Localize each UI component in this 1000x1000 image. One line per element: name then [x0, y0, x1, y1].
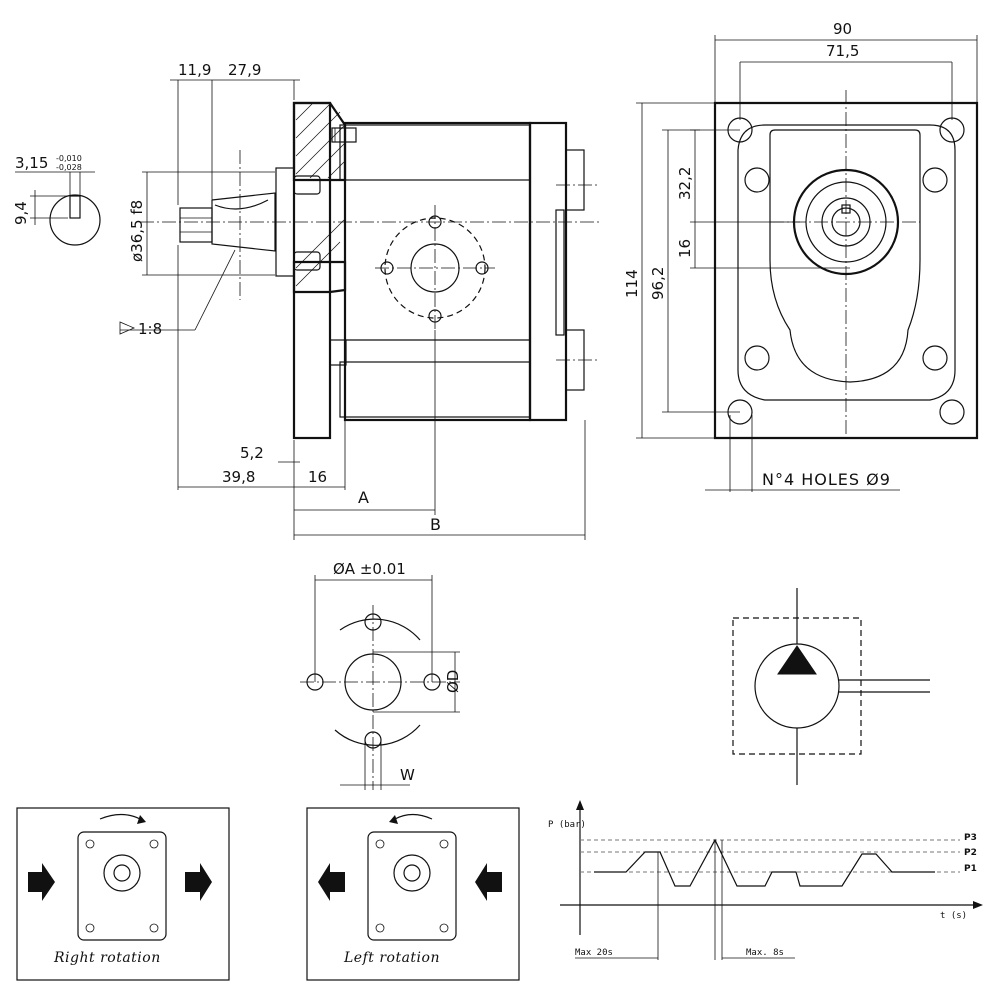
dim-label-a: A: [358, 488, 370, 507]
arrow-left-icon: [318, 863, 345, 901]
left-rotation-caption: Left rotation: [343, 950, 440, 966]
dim-9-4: 9,4: [12, 201, 30, 225]
dim-height-16: 16: [676, 239, 694, 258]
pressure-chart: P (bar) t (s) P3 P2 P1 Max 20s Max. 8s: [548, 800, 983, 960]
dim-height-96-2: 96,2: [649, 267, 667, 300]
flow-arrow-icon: [777, 645, 817, 675]
dim-height-114: 114: [623, 269, 641, 298]
tol-lower: -0,028: [56, 163, 82, 172]
dim-width-71-5: 71,5: [826, 42, 859, 60]
dim-shaft-diameter: ø36,5 f8: [128, 200, 146, 262]
chart-xlabel: t (s): [940, 911, 967, 921]
level-p2: P2: [964, 848, 977, 858]
dim-5-2: 5,2: [240, 444, 264, 462]
section-hatching: [295, 103, 345, 287]
label-max-8s: Max. 8s: [746, 948, 784, 958]
dim-height-32-2: 32,2: [676, 167, 694, 200]
side-view: 11,9 27,9 3,15 -0,010 -0,028 9,4 ø36,5 f…: [12, 61, 600, 540]
tol-upper: -0,010: [56, 154, 82, 163]
level-p3: P3: [964, 833, 977, 843]
port-detail: ØA ±0.01 ØD W: [300, 560, 462, 790]
port-dim-a: ØA ±0.01: [333, 560, 406, 578]
port-dim-w: W: [400, 766, 415, 784]
arrow-left-icon: [475, 863, 502, 901]
dim-width-90: 90: [833, 20, 852, 38]
rotation-right: Right rotation: [16, 807, 230, 981]
dim-27-9: 27,9: [228, 61, 261, 79]
holes-note: N°4 HOLES Ø9: [762, 470, 891, 489]
dim-16: 16: [308, 468, 327, 486]
port-dim-d: ØD: [444, 670, 462, 693]
front-view: 90 71,5 114 96,2 32,2 16 N°4 HOLES Ø9: [623, 20, 979, 492]
dim-taper: 1:8: [138, 320, 162, 338]
dim-11-9: 11,9: [178, 61, 211, 79]
level-p1: P1: [964, 864, 977, 874]
arrow-right-icon: [185, 863, 212, 901]
rotation-left: Left rotation: [306, 807, 520, 981]
dim-3-15: 3,15: [15, 154, 48, 172]
pump-symbol: [732, 588, 930, 785]
dim-label-b: B: [430, 515, 442, 534]
arrow-right-icon: [28, 863, 55, 901]
right-rotation-caption: Right rotation: [53, 950, 161, 966]
chart-ylabel: P (bar): [548, 820, 586, 830]
dim-39-8: 39,8: [222, 468, 255, 486]
label-max-20s: Max 20s: [575, 948, 613, 958]
